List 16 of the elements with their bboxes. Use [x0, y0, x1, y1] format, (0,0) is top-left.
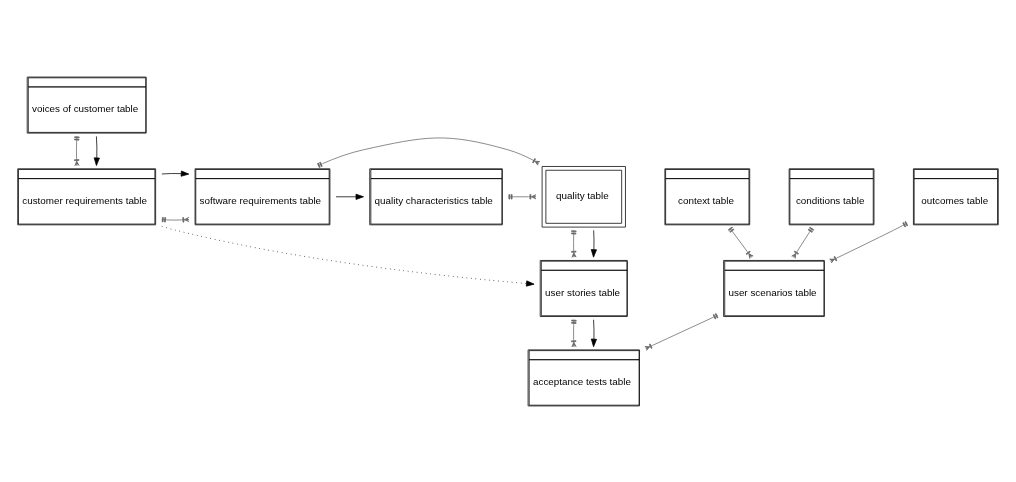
arrow — [93, 135, 100, 166]
arrow — [161, 225, 535, 287]
arrow — [590, 229, 597, 258]
connector — [791, 226, 815, 259]
arrow — [161, 170, 190, 177]
connector — [727, 226, 754, 259]
connector — [829, 220, 909, 263]
connector — [571, 229, 577, 258]
connector — [571, 318, 577, 347]
arrow — [335, 193, 364, 200]
connector — [161, 216, 190, 222]
connector — [74, 135, 80, 166]
connector — [644, 312, 719, 351]
connector — [508, 193, 537, 199]
arrow — [590, 318, 597, 347]
connector — [317, 137, 541, 168]
